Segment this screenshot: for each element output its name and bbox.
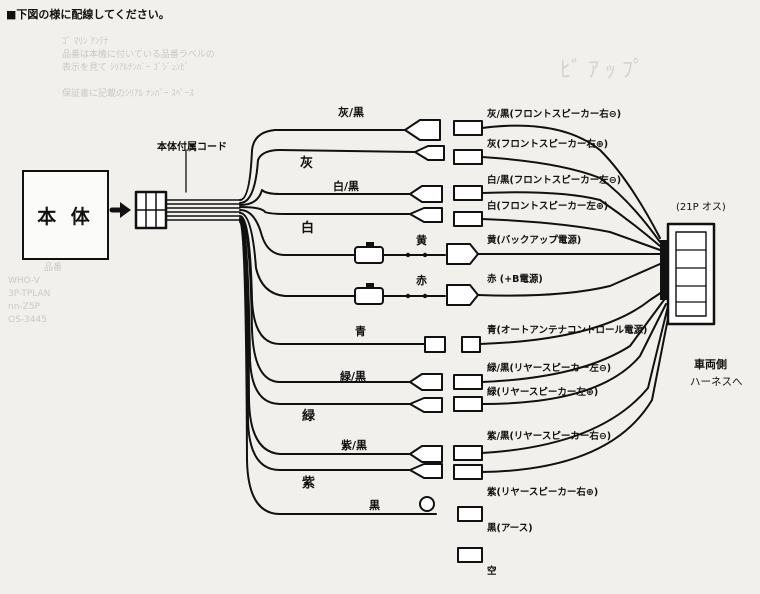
instruction-text: ■下図の様に配線してください。 (6, 8, 170, 21)
label-front-left-neg: 白/黒(フロントスピーカー左⊖) (487, 175, 622, 186)
label-auto-antenna: 青(オートアンテナコントロール電源) (487, 325, 648, 336)
harness-21p-connector (660, 222, 716, 326)
label-backup-power: 黄(バックアップ電源) (487, 235, 582, 246)
label-ground: 黒(アース) (487, 523, 533, 534)
label-front-left-pos: 白(フロントスピーカー左⊕) (487, 201, 609, 212)
label-empty-pin: 空 (487, 566, 497, 577)
connector-pairs-left (404, 119, 446, 479)
wire-label-white-black: 白/黒 (333, 180, 360, 193)
label-rear-left-pos: 緑(リヤースピーカー左⊕) (487, 387, 599, 398)
vehicle-side-label: 車両側 (694, 358, 727, 371)
label-front-right-neg: 灰/黒(フロントスピーカー右⊖) (487, 109, 622, 120)
wire-label-purple: 紫 (302, 476, 316, 491)
ground-terminal (404, 496, 437, 515)
arrow-icon (109, 202, 131, 218)
wire-label-white: 白 (301, 221, 315, 236)
branch-wires (239, 129, 426, 515)
bleed-through-text: ｺﾞ ﾏﾘﾝ ｱﾝﾃﾅ 品番は本機に付いている品番ラベルの 表示を見て ｼﾘｱﾙ… (62, 37, 215, 99)
unit-connector (134, 190, 168, 230)
label-plus-b-power: 赤 (+B電源) (487, 274, 543, 285)
label-rear-right-neg: 紫/黒(リヤースピーカー右⊖) (487, 431, 612, 442)
fuse-holder-yellow (354, 242, 446, 264)
harness-wires (477, 124, 671, 473)
bleed-through-table: 品番 WHO-V 3P-TPLAN nn-Z5P OS-3445 (8, 263, 63, 325)
fuse-holder-red (354, 283, 446, 305)
connector-pairs-right (446, 120, 483, 563)
wire-label-purple-black: 紫/黒 (341, 439, 368, 452)
wire-label-blue: 青 (355, 325, 366, 338)
unit-cord-label: 本体付属コード (157, 142, 227, 153)
wire-label-gray: 灰 (300, 156, 314, 171)
label-front-right-pos: 灰(フロントスピーカー右⊕) (487, 139, 609, 150)
wire-label-yellow: 黄 (416, 234, 427, 247)
main-unit-box: 本 体 (22, 170, 109, 260)
wire-label-green: 緑 (302, 409, 316, 424)
wire-bundle (165, 199, 241, 221)
label-rear-left-neg: 緑/黒(リヤースピーカー左⊖) (487, 363, 612, 374)
label-rear-right-pos: 紫(リヤースピーカー右⊕) (487, 487, 599, 498)
harness-pin-label: (21P オス) (676, 202, 726, 213)
wire-label-gray-black: 灰/黒 (338, 106, 365, 119)
main-unit-label: 本 体 (37, 205, 94, 228)
wire-label-red: 赤 (416, 274, 427, 287)
bleed-through-heading: ﾋﾞｱｯﾌﾟ (560, 58, 651, 83)
wire-label-black: 黒 (369, 499, 380, 512)
harness-label: ハーネスへ (690, 376, 743, 388)
wire-label-green-black: 緑/黒 (340, 370, 367, 383)
